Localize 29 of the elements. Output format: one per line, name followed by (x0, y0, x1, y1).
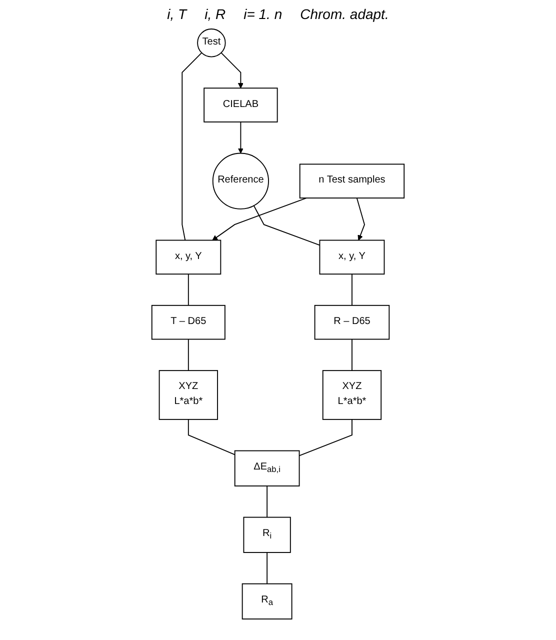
node-box: x, y, Y (156, 240, 222, 275)
node-box: CIELAB (204, 88, 278, 122)
node-box: XYZ L*a*b* (322, 370, 382, 420)
node-box: x, y, Y (319, 240, 385, 275)
arrow (212, 198, 307, 240)
connector (188, 418, 236, 456)
connector (266, 485, 268, 518)
arrow (220, 52, 244, 88)
connector (188, 274, 189, 306)
node-box: ΔE$_{ab,i}$ (234, 450, 300, 486)
connector (298, 418, 352, 456)
annotation-text: i, R (204, 6, 226, 22)
node-box: R – D65 (314, 304, 390, 340)
annotation-text: i, T (167, 6, 187, 22)
connector (182, 52, 202, 241)
arrow (356, 198, 366, 240)
node-box: XYZ L*a*b* (158, 370, 218, 420)
node-box: T – D65 (151, 304, 226, 340)
arrow (238, 121, 244, 154)
annotation-text: i= 1. n (244, 6, 282, 22)
node-box: n Test samples (299, 164, 405, 198)
node-circle: Reference (212, 152, 269, 210)
node-box: R$_{i}$ (243, 516, 291, 553)
connector (266, 552, 268, 584)
connector (253, 205, 320, 246)
node-circle: Test (197, 28, 226, 58)
annotation-text: Chrom. adapt. (300, 6, 389, 22)
connector (188, 338, 189, 372)
node-box: R$_{a}$ (242, 583, 292, 620)
